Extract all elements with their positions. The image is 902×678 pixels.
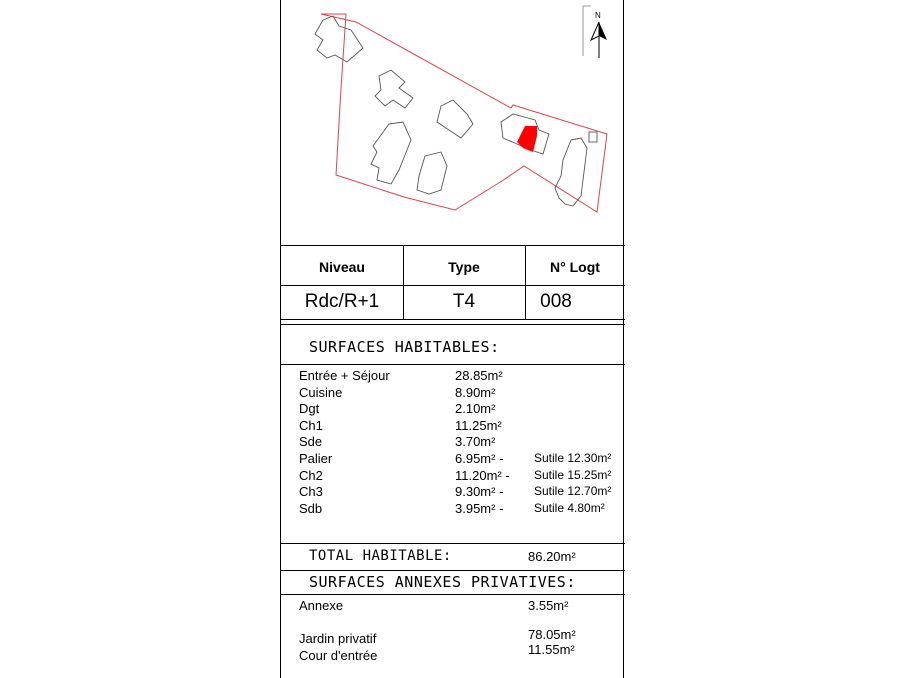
- habitable-row: Ch1 11.25m²: [299, 418, 619, 434]
- room-label: Ch1: [299, 417, 323, 433]
- site-plan: N: [314, 5, 608, 213]
- building-2: [374, 69, 414, 109]
- habitable-row: Sde 3.70m²: [299, 434, 619, 450]
- rule: [281, 319, 625, 320]
- room-label: Entrée + Séjour: [299, 368, 390, 383]
- unit-sheet: N Niveau Type N° Logt Rdc/R+1 T4 008 SUR…: [280, 0, 625, 678]
- col-divider: [403, 245, 404, 319]
- value-unit-no: 008: [540, 291, 572, 312]
- rule: [281, 570, 625, 571]
- room-label: Dgt: [299, 401, 320, 417]
- room-label: Palier: [299, 451, 333, 466]
- garden-label: Jardin privatif: [299, 631, 377, 646]
- annex-label: Annexe: [299, 598, 344, 613]
- useful-area: Sutile 12.30m²: [534, 451, 612, 465]
- room-area: 9.30m² -: [455, 484, 504, 500]
- building-1: [314, 15, 364, 63]
- building-7: [554, 137, 588, 207]
- rule: [281, 324, 625, 325]
- courtyard-label: Cour d'entrée: [299, 648, 378, 663]
- annex-area: 3.55m²: [528, 598, 569, 613]
- courtyard-area: 11.55m²: [528, 642, 575, 657]
- habitable-row: Dgt 2.10m²: [299, 401, 619, 417]
- unit-highlight: [517, 126, 537, 152]
- building-3: [436, 99, 474, 139]
- header-type: Type: [448, 259, 480, 275]
- room-area: 8.90m²: [455, 384, 496, 400]
- north-arrow-icon: N: [582, 5, 607, 58]
- habitable-row: Ch3 9.30m² - Sutile 12.70m²: [299, 484, 619, 500]
- value-type: T4: [452, 291, 476, 312]
- room-label: Ch3: [299, 484, 323, 500]
- room-area: 28.85m²: [455, 368, 503, 383]
- rule: [281, 543, 625, 544]
- useful-area: Sutile 4.80m²: [534, 500, 605, 515]
- useful-area: Sutile 15.25m²: [534, 467, 612, 482]
- room-area: 11.25m²: [455, 417, 502, 433]
- habitable-row: Ch2 11.20m² - Sutile 15.25m²: [299, 468, 619, 484]
- building-5: [416, 151, 448, 195]
- habitable-title: SURFACES HABITABLES:: [309, 338, 500, 356]
- rule: [281, 285, 625, 286]
- habitable-row: Palier 6.95m² - Sutile 12.30m²: [299, 451, 619, 467]
- annex-block: [588, 131, 598, 143]
- room-area: 6.95m² -: [455, 451, 504, 466]
- building-4: [370, 121, 412, 185]
- useful-area: Sutile 12.70m²: [534, 484, 612, 499]
- rule: [281, 594, 625, 595]
- north-label: N: [595, 11, 601, 20]
- room-area: 2.10m²: [455, 401, 496, 417]
- room-label: Cuisine: [299, 384, 343, 400]
- rule: [281, 364, 625, 365]
- total-value: 86.20m²: [528, 549, 576, 564]
- rule: [281, 245, 625, 246]
- room-label: Ch2: [299, 467, 323, 483]
- habitable-row: Entrée + Séjour 28.85m²: [299, 368, 619, 384]
- building-6: [500, 113, 550, 155]
- header-unit-no: N° Logt: [550, 259, 600, 275]
- room-area: 11.20m² -: [455, 467, 510, 483]
- room-area: 3.70m²: [455, 434, 496, 450]
- room-label: Sde: [299, 434, 323, 450]
- annexes-title: SURFACES ANNEXES PRIVATIVES:: [309, 573, 576, 591]
- col-divider: [525, 245, 526, 319]
- site-boundary: [320, 13, 608, 213]
- room-area: 3.95m² -: [455, 500, 504, 516]
- header-level: Niveau: [319, 259, 365, 275]
- buildings: [314, 15, 598, 207]
- total-label: TOTAL HABITABLE:: [309, 548, 452, 564]
- value-level: Rdc/R+1: [304, 291, 380, 312]
- room-label: Sdb: [299, 500, 323, 516]
- habitable-row: Sdb 3.95m² - Sutile 4.80m²: [299, 501, 619, 517]
- garden-area: 78.05m²: [528, 627, 576, 642]
- habitable-row: Cuisine 8.90m²: [299, 385, 619, 401]
